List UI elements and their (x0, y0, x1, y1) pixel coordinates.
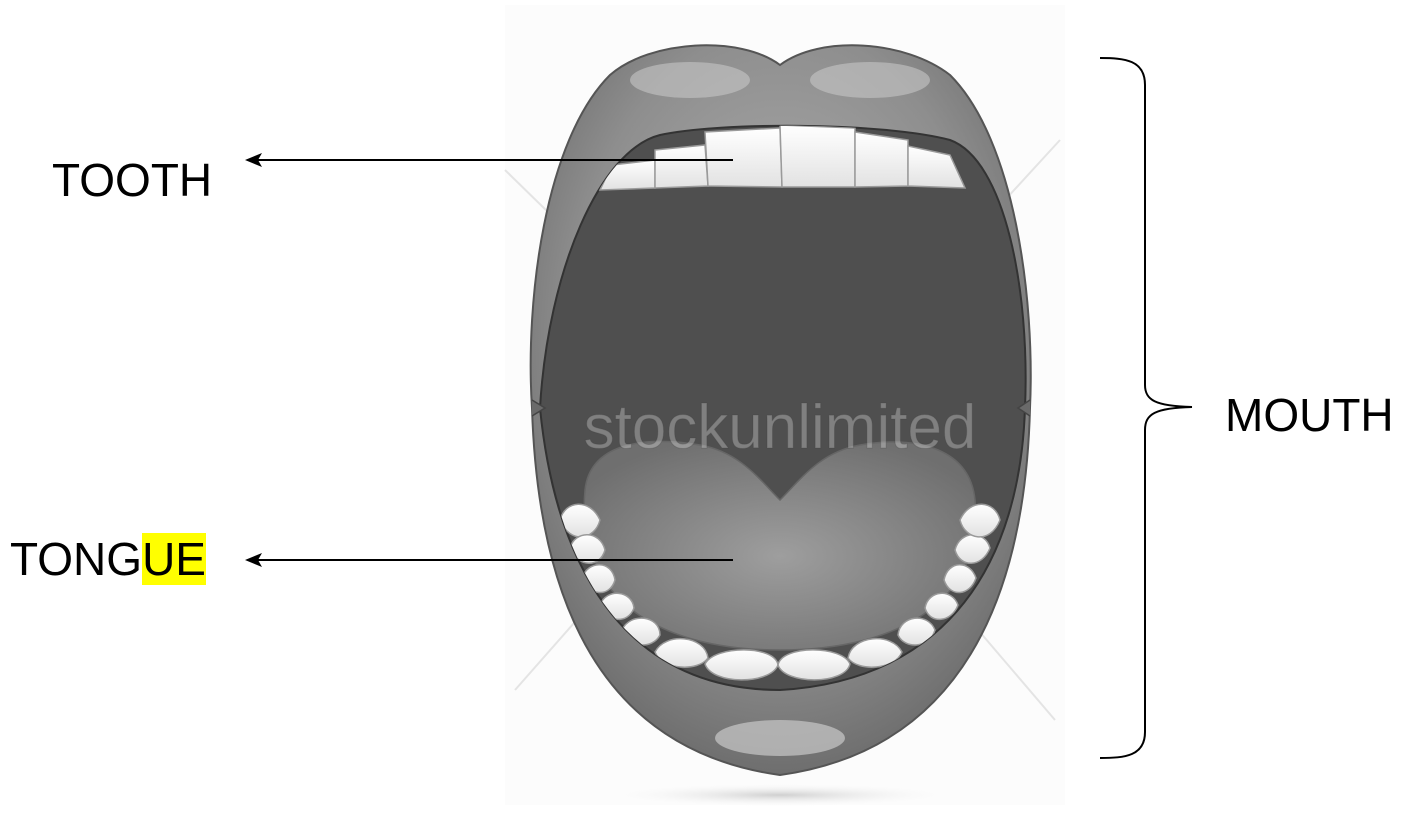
upper-lip-highlight-left (630, 62, 750, 98)
watermark-text: stockunlimited (584, 393, 977, 462)
tongue-label: TONGUE (10, 536, 206, 582)
mouth-label: MOUTH (1225, 392, 1394, 438)
drop-shadow (600, 783, 960, 807)
tongue-label-prefix: TONG (10, 533, 142, 585)
mouth-brace (1100, 58, 1192, 758)
tongue-label-highlight: UE (142, 533, 206, 585)
lower-lip-highlight (715, 720, 845, 756)
upper-lip-highlight-right (810, 62, 930, 98)
tooth-label: TOOTH (52, 157, 212, 203)
